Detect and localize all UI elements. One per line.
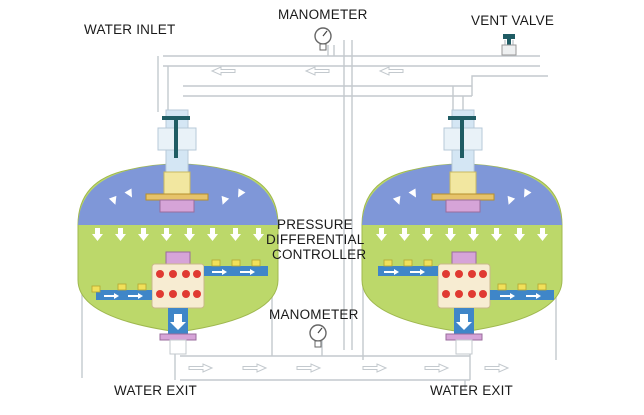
manometer-top-label: MANOMETER bbox=[278, 7, 368, 22]
manometer-bottom-gauge bbox=[309, 324, 327, 348]
controller-label-line1: PRESSURE bbox=[277, 217, 353, 232]
controller-label-line2: DIFFERENTIAL bbox=[266, 232, 365, 247]
water-inlet-label: WATER INLET bbox=[84, 22, 176, 37]
vent-valve bbox=[501, 34, 517, 56]
inlet-flow-arrows bbox=[210, 66, 404, 76]
pipe-network bbox=[81, 40, 557, 390]
manometer-bottom-label: MANOMETER bbox=[269, 307, 359, 322]
filter-tank-right bbox=[361, 109, 563, 355]
vent-valve-label: VENT VALVE bbox=[471, 13, 555, 28]
water-exit-right-label: WATER EXIT bbox=[430, 383, 513, 398]
water-exit-left-label: WATER EXIT bbox=[114, 383, 197, 398]
manometer-top-gauge bbox=[314, 27, 332, 51]
filter-tank-left bbox=[77, 109, 279, 355]
controller-label-line3: CONTROLLER bbox=[272, 247, 367, 262]
outlet-flow-arrows bbox=[188, 363, 510, 373]
